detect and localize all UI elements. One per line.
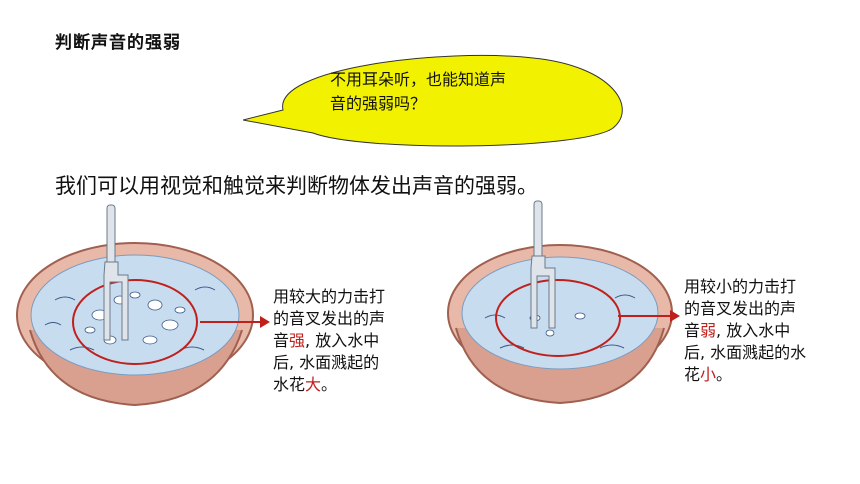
caption-line: 的音叉发出的声: [684, 299, 797, 318]
keyword-strong: 强: [289, 331, 306, 350]
caption-line: 水花大。: [273, 375, 338, 394]
ripple: [54, 296, 76, 301]
ripple: [614, 294, 636, 299]
tuning-fork: [103, 204, 129, 341]
caption-line: 音强, 放入水中: [273, 331, 380, 350]
right-caption: 用较小的力击打 的音叉发出的声 音弱, 放入水中 后, 水面溅起的水 花小。: [684, 276, 834, 386]
bubble-line-1: 不用耳朵听，也能知道声: [330, 70, 507, 89]
bubble-line-2: 音的强弱吗？: [330, 94, 427, 113]
caption-line: 用较小的力击打: [684, 277, 797, 296]
right-arrow: [618, 310, 680, 322]
caption-line: 后, 水面溅起的: [273, 353, 380, 372]
ripple: [499, 344, 525, 349]
keyword-weak: 弱: [700, 321, 717, 340]
caption-line: 用较大的力击打: [273, 287, 386, 306]
caption-line: 的音叉发出的声: [273, 309, 386, 328]
main-sentence: 我们可以用视觉和触觉来判断物体发出声音的强弱。: [55, 174, 538, 198]
caption-line: 花小。: [684, 365, 733, 384]
ripple: [194, 286, 216, 291]
caption-line: 后, 水面溅起的水: [684, 343, 807, 362]
highlight-circle: [72, 279, 198, 365]
left-arrow: [200, 316, 270, 328]
page-title: 判断声音的强弱: [55, 33, 181, 53]
highlight-circle: [495, 279, 621, 357]
bubble-text: 不用耳朵听，也能知道声 音的强弱吗？: [330, 68, 580, 116]
keyword-small: 小: [700, 365, 717, 384]
ripple: [44, 322, 62, 326]
keyword-big: 大: [305, 375, 322, 394]
ripple: [484, 314, 506, 319]
ripple: [599, 344, 625, 349]
left-bowl-scene: [16, 204, 254, 407]
right-bowl-scene: [447, 200, 673, 405]
caption-line: 音弱, 放入水中: [684, 321, 791, 340]
left-caption: 用较大的力击打 的音叉发出的声 音强, 放入水中 后, 水面溅起的 水花大。: [273, 286, 423, 396]
speech-bubble: [243, 54, 623, 147]
ripple: [69, 346, 95, 351]
tuning-fork: [530, 200, 556, 329]
